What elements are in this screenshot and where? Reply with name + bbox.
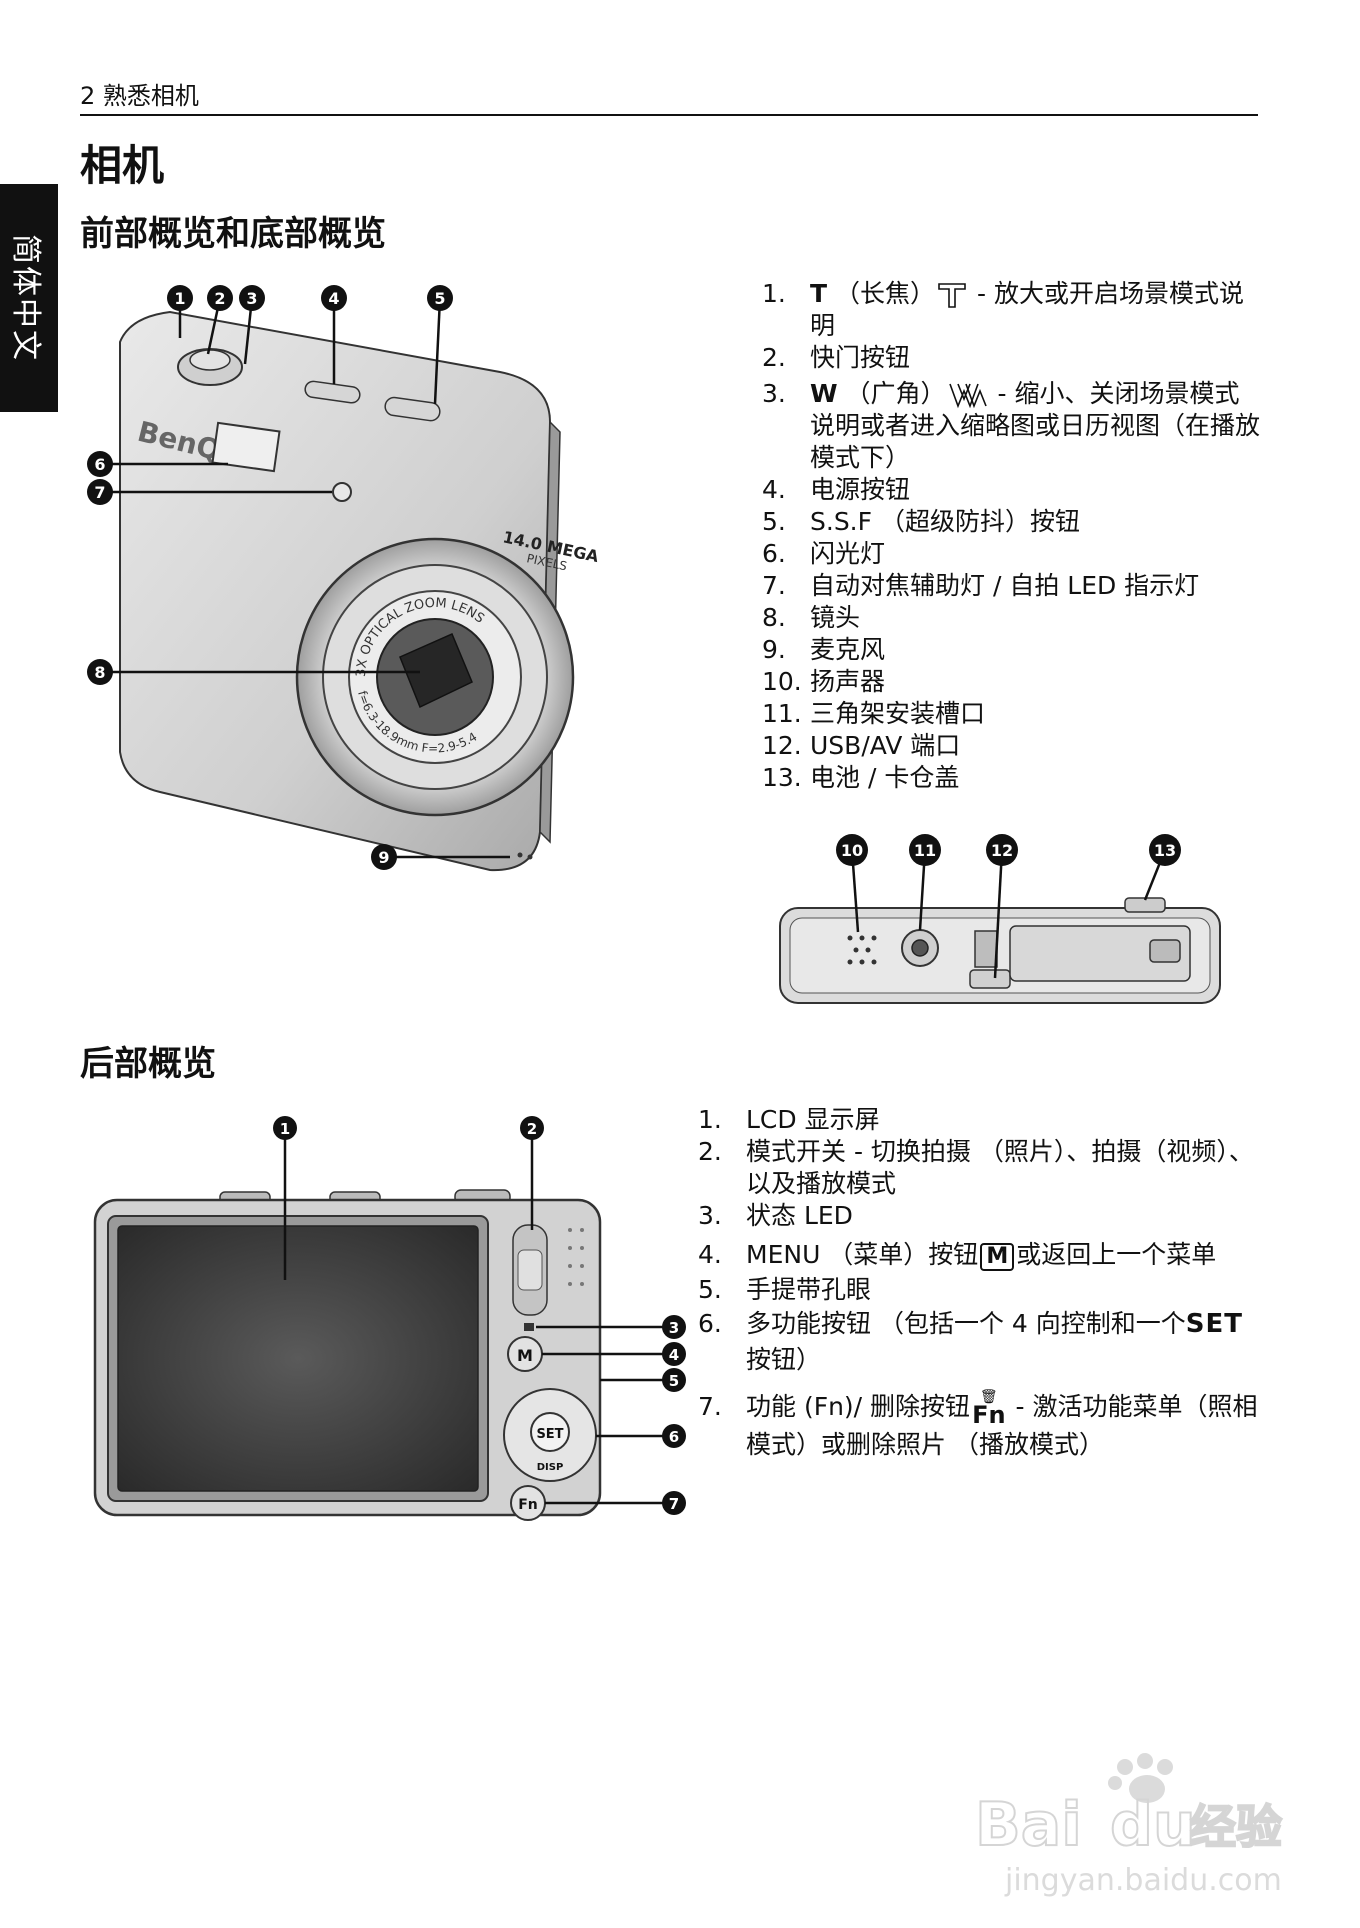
watermark-suffix: 经验 <box>1190 1800 1282 1854</box>
list-item: 4.电源按钮 <box>762 475 911 504</box>
set-button-label: SET <box>536 1427 563 1442</box>
list-item: 3. W （广角） - 缩小、关闭场景模式说明或者进入缩略图或日历视图（在播放模… <box>762 379 1261 472</box>
bottom-callout-11: 11 <box>909 834 941 866</box>
page-title: 相机 <box>80 141 165 190</box>
svg-text:13: 13 <box>1154 841 1176 860</box>
front-section-heading: 前部概览和底部概览 <box>80 214 386 254</box>
svg-text:8: 8 <box>94 663 105 682</box>
list-item: 6.多功能按钮 （包括一个 4 向控制和一个SET按钮） <box>698 1309 1243 1374</box>
rear-section-heading: 后部概览 <box>80 1044 216 1084</box>
svg-text:10: 10 <box>841 841 863 860</box>
front-callout-1: 1 <box>167 285 193 311</box>
list-item: 6.闪光灯 <box>762 539 886 568</box>
svg-text:5: 5 <box>434 289 445 308</box>
front-callout-6: 6 <box>87 451 113 477</box>
fn-delete-icon: 🗑Fn <box>972 1389 1006 1429</box>
svg-text:5: 5 <box>669 1372 679 1390</box>
language-label: 简体中文 <box>8 234 43 362</box>
rear-parts-list: 1.LCD 显示屏 2.模式开关 - 切换拍摄 （照片）、拍摄（视频）、以及播放… <box>698 1104 1258 1464</box>
svg-text:7: 7 <box>669 1495 679 1513</box>
watermark-brand: Bai <box>975 1790 1082 1860</box>
bottom-camera-illustration: 10 11 12 13 <box>779 834 1221 1004</box>
list-item: 3.状态 LED <box>698 1201 853 1230</box>
list-item: 12.USB/AV 端口 <box>762 731 961 760</box>
watermark-brand-2: du <box>1110 1790 1196 1860</box>
list-item: 13.电池 / 卡仓盖 <box>762 763 960 792</box>
front-callout-2: 2 <box>207 285 233 311</box>
svg-text:9: 9 <box>378 848 389 867</box>
rear-callout-6: 6 <box>662 1424 686 1448</box>
svg-text:2: 2 <box>527 1120 537 1138</box>
zoom-tele-icon <box>938 283 966 308</box>
list-item: 2.快门按钮 <box>762 343 911 372</box>
list-item: 1.LCD 显示屏 <box>698 1105 880 1134</box>
svg-text:7: 7 <box>94 483 105 502</box>
front-callout-3: 3 <box>239 285 265 311</box>
baidu-watermark: Bai du 经验 jingyan.baidu.com <box>975 1753 1283 1898</box>
rear-callout-7: 7 <box>662 1491 686 1515</box>
front-camera-illustration: BenQ 14.0 MEGA PIXELS 3X OPTICAL ZOOM LE… <box>87 285 601 872</box>
bottom-callout-13: 13 <box>1149 834 1181 866</box>
menu-button-icon: M <box>980 1243 1015 1271</box>
front-callout-9: 9 <box>371 844 397 870</box>
header-rule <box>80 114 1258 116</box>
zoom-wide-icon <box>948 383 987 409</box>
svg-text:4: 4 <box>328 289 339 308</box>
svg-text:1: 1 <box>280 1120 290 1138</box>
svg-text:3: 3 <box>669 1319 679 1337</box>
front-parts-list: 1. T （长焦） - 放大或开启场景模式说明 2.快门按钮 3. W （广角）… <box>762 278 1262 794</box>
svg-text:2: 2 <box>214 289 225 308</box>
language-side-tab: 简体中文 <box>0 184 58 412</box>
list-item: 11.三角架安装槽口 <box>762 699 986 728</box>
front-callout-8: 8 <box>87 659 113 685</box>
rear-callout-4: 4 <box>662 1342 686 1366</box>
bottom-callout-12: 12 <box>986 834 1018 866</box>
front-callout-4: 4 <box>321 285 347 311</box>
fn-button-label: Fn <box>518 1497 538 1513</box>
svg-text:12: 12 <box>991 841 1013 860</box>
trash-icon: 🗑 <box>979 1389 998 1405</box>
list-item: 5.S.S.F （超级防抖）按钮 <box>762 507 1080 536</box>
menu-button-label: M <box>517 1346 533 1365</box>
svg-text:11: 11 <box>914 841 936 860</box>
svg-text:1: 1 <box>174 289 185 308</box>
disp-label: DISP <box>537 1462 564 1473</box>
svg-text:4: 4 <box>669 1346 679 1364</box>
rear-camera-illustration: M SET DISP Fn 1 2 3 4 5 6 7 <box>93 1116 686 1521</box>
svg-text:6: 6 <box>94 455 105 474</box>
list-item: 2.模式开关 - 切换拍摄 （照片）、拍摄（视频）、以及播放模式 <box>698 1137 1254 1198</box>
rear-callout-3: 3 <box>662 1315 686 1339</box>
rear-callout-1: 1 <box>273 1116 297 1140</box>
watermark-url: jingyan.baidu.com <box>1004 1863 1282 1898</box>
page-header: 2 熟悉相机 <box>80 82 199 110</box>
list-item: 5.手提带孔眼 <box>698 1275 872 1304</box>
front-callout-5: 5 <box>427 285 453 311</box>
set-button-icon: SET <box>1185 1309 1243 1339</box>
rear-callout-2: 2 <box>520 1116 544 1140</box>
list-item: 8.镜头 <box>762 603 861 632</box>
rear-callout-5: 5 <box>662 1368 686 1392</box>
list-item: 9.麦克风 <box>762 635 886 664</box>
list-item: 7.自动对焦辅助灯 / 自拍 LED 指示灯 <box>762 571 1200 600</box>
list-item: 1. T （长焦） - 放大或开启场景模式说明 <box>762 279 1244 340</box>
bottom-callout-10: 10 <box>836 834 868 866</box>
front-callout-7: 7 <box>87 479 113 505</box>
list-item: 10.扬声器 <box>762 667 886 696</box>
svg-text:6: 6 <box>669 1428 679 1446</box>
list-item: 7.功能 (Fn)/ 删除按钮🗑Fn - 激活功能菜单（照相模式）或删除照片 （… <box>698 1389 1258 1459</box>
svg-text:3: 3 <box>246 289 257 308</box>
